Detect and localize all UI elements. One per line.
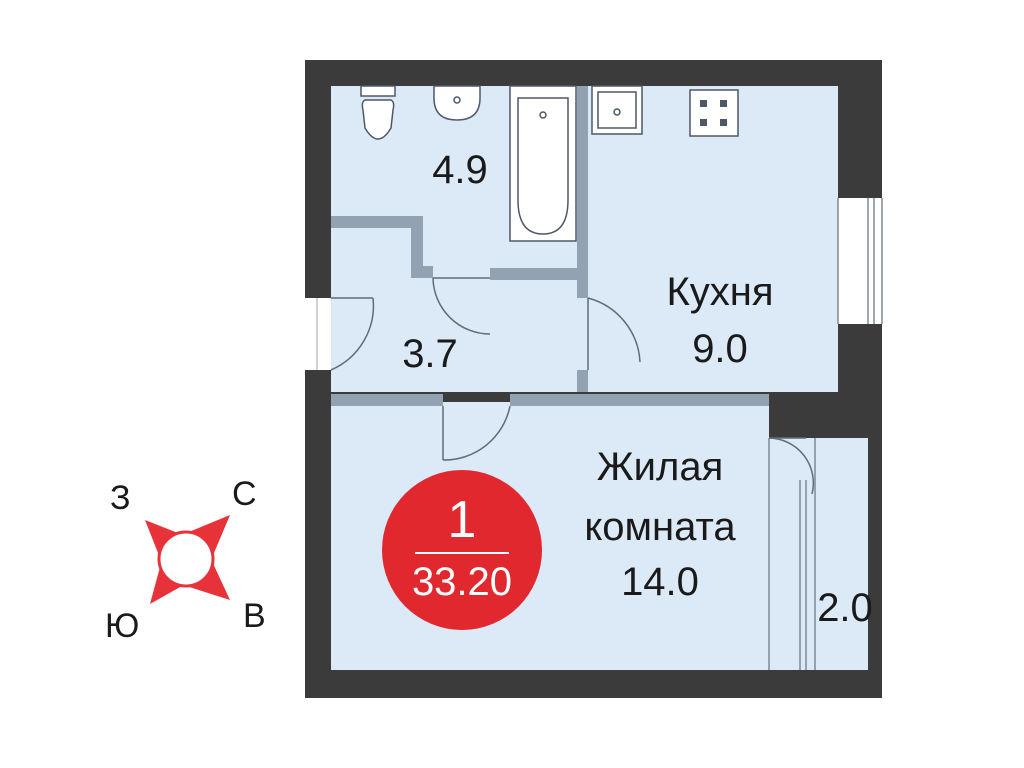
badge-divider	[415, 552, 509, 554]
balcony-area: 2.0	[817, 586, 873, 630]
compass-north: С	[232, 475, 257, 513]
balcony-glazing	[768, 438, 816, 670]
rooms-count: 1	[447, 491, 477, 549]
kitchen-name: Кухня	[666, 270, 774, 314]
entrance-opening	[305, 298, 331, 370]
bathtub-icon	[509, 85, 577, 242]
living-room-name-line2: комната	[584, 505, 736, 549]
kitchen-sink-icon	[591, 85, 643, 135]
living-room-area: 14.0	[621, 560, 699, 604]
living-room-name-line1: Жилая	[596, 445, 724, 489]
total-area: 33.20	[411, 560, 513, 604]
balcony-wall	[769, 392, 868, 438]
door-swings	[330, 277, 815, 495]
compass-south: Ю	[105, 607, 140, 645]
partitions	[331, 86, 770, 406]
compass-east: В	[243, 597, 266, 635]
bathroom-area: 4.9	[432, 148, 488, 192]
washbasin-icon	[433, 85, 481, 121]
compass-west: З	[110, 479, 131, 517]
kitchen-area: 9.0	[692, 327, 748, 371]
apartment-badge: 1 33.20	[382, 470, 542, 630]
hall-area: 3.7	[402, 332, 458, 376]
kitchen-window	[837, 198, 883, 324]
compass-rose	[145, 515, 230, 604]
toilet-icon	[360, 85, 396, 140]
stove-icon	[689, 89, 739, 137]
